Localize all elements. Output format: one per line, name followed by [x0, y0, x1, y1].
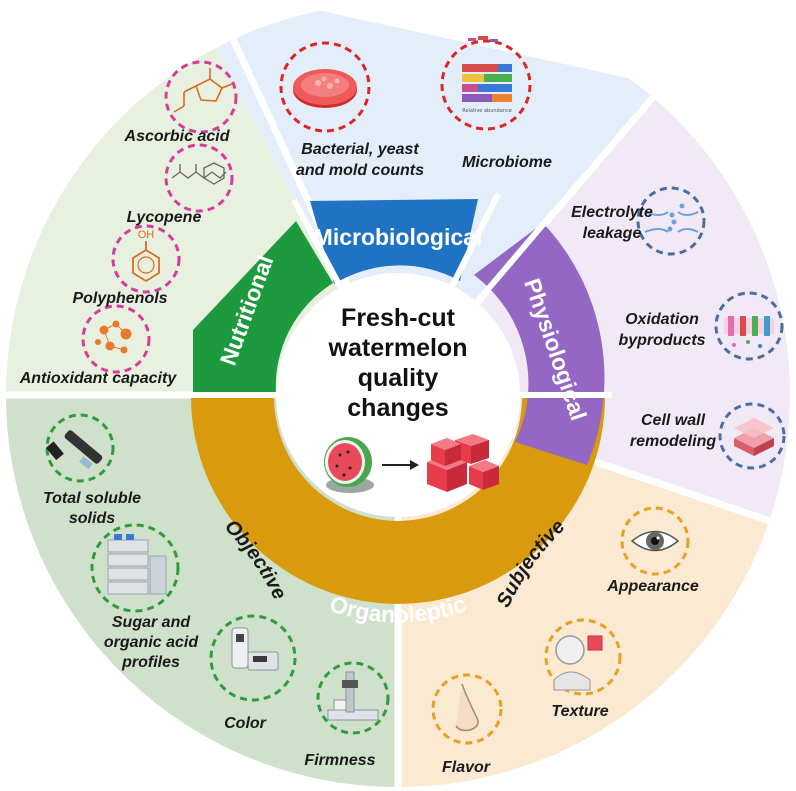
- colorimeter-icon: [231, 627, 279, 671]
- electrolyte-label-1: Electrolyte: [571, 204, 653, 221]
- lycopene-structure-icon: [171, 162, 227, 185]
- ascorbic-label: Ascorbic acid: [124, 128, 231, 145]
- antioxidant-label: Antioxidant capacity: [19, 370, 178, 387]
- ring-microbiome: [440, 39, 532, 131]
- bacterial-label-2: and mold counts: [296, 162, 424, 179]
- sugar-label-3: profiles: [121, 654, 180, 671]
- ring-lycopene: [164, 143, 234, 213]
- cell-wall-icon: [734, 418, 774, 456]
- ring-oxidation: [714, 291, 784, 361]
- person-eating-icon: [553, 635, 603, 691]
- band-microbiological: [310, 199, 478, 284]
- bacterial-label-1: Bacterial, yeast: [301, 141, 419, 158]
- refractometer-icon: [45, 430, 103, 470]
- ring-polyphenols: [111, 224, 181, 294]
- petri-dish-icon: [293, 69, 357, 108]
- membrane-leakage-icon: [644, 203, 699, 233]
- antioxidant-molecules-icon: [95, 320, 132, 354]
- ring-appearance: [620, 506, 690, 576]
- item-labels: Bacterial, yeast and mold counts Microbi…: [19, 128, 717, 776]
- oxidation-membrane-icon: [724, 316, 774, 348]
- ring-bacterial: [279, 41, 371, 133]
- tss-label-2: solids: [69, 510, 115, 527]
- icon-rings: [45, 39, 786, 745]
- ring-color: [209, 614, 297, 702]
- ring-tss: [45, 413, 115, 483]
- ring-texture: [544, 618, 622, 696]
- oxidation-label-2: byproducts: [618, 332, 705, 349]
- polyphenols-label: Polyphenols: [72, 290, 167, 307]
- tss-label-1: Total soluble: [43, 490, 141, 507]
- center-line-3: quality: [358, 364, 439, 392]
- center-line-1: Fresh-cut: [341, 304, 456, 332]
- watermelon-cubes-icon: [427, 434, 499, 492]
- hydroxyl-text: OH: [138, 229, 155, 241]
- hplc-instrument-icon: [107, 534, 167, 595]
- appearance-label: Appearance: [606, 578, 699, 595]
- center-title: Fresh-cut watermelon quality changes: [328, 304, 468, 422]
- ring-sugar: [90, 523, 180, 613]
- oxidation-label-1: Oxidation: [625, 311, 699, 328]
- phenol-structure-icon: OH: [132, 229, 160, 283]
- texture-analyzer-icon: [327, 671, 379, 721]
- ring-flavor: [431, 673, 503, 745]
- label-microbiological: Microbiological: [314, 224, 483, 250]
- flavor-label: Flavor: [442, 759, 491, 776]
- microbiome-label: Microbiome: [462, 154, 552, 171]
- ring-cellwall: [718, 402, 786, 470]
- sugar-label-2: organic acid: [104, 634, 199, 651]
- color-label: Color: [224, 715, 267, 732]
- band-organoleptic: [191, 397, 605, 604]
- center-line-4: changes: [347, 394, 448, 422]
- sugar-label-1: Sugar and: [112, 614, 191, 631]
- ring-firmness: [316, 661, 390, 735]
- arrow-icon: [382, 460, 419, 470]
- ring-ascorbic: [164, 60, 238, 134]
- ascorbic-acid-structure-icon: [173, 68, 233, 113]
- texture-label: Texture: [551, 703, 608, 720]
- band-physiological: [474, 223, 605, 465]
- eye-icon: [630, 530, 680, 552]
- ring-antioxidant: [81, 304, 151, 374]
- relative-abundance-text: Relative abundance: [462, 108, 512, 114]
- center-line-2: watermelon: [328, 334, 468, 362]
- nose-icon: [455, 683, 479, 732]
- category-ring: [191, 199, 605, 604]
- microbiome-bars-icon: Relative abundance: [462, 36, 512, 114]
- lycopene-label: Lycopene: [127, 209, 202, 226]
- electrolyte-label-2: leakage: [583, 225, 642, 242]
- watermelon-icon: [324, 437, 374, 493]
- ring-electrolyte: [636, 186, 706, 256]
- cellwall-label-1: Cell wall: [641, 412, 706, 429]
- band-nutritional: [193, 221, 333, 393]
- cellwall-label-2: remodeling: [630, 433, 716, 450]
- firmness-label: Firmness: [304, 752, 375, 769]
